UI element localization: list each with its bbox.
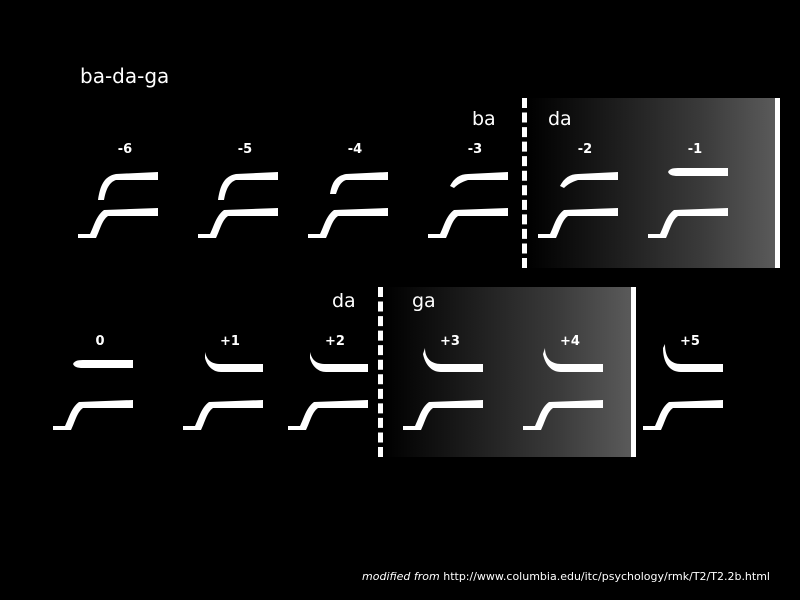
row2-token-1: +1 bbox=[175, 334, 265, 434]
formant-f1 bbox=[643, 400, 723, 430]
token-label: -6 bbox=[117, 142, 133, 157]
row1-token-0: -6 bbox=[70, 142, 160, 242]
token-label: +4 bbox=[560, 334, 580, 349]
formant-f1 bbox=[523, 400, 603, 430]
token-label: +1 bbox=[220, 334, 240, 349]
spectrogram-formants bbox=[648, 168, 728, 238]
formant-f1 bbox=[428, 208, 508, 238]
row2-token-3: +3 bbox=[395, 334, 485, 434]
row2-token-0: 0 bbox=[45, 334, 135, 434]
spectrogram-formants bbox=[308, 172, 388, 238]
token-label: -4 bbox=[347, 142, 363, 157]
token-label: -1 bbox=[687, 142, 703, 157]
spectrogram-formants bbox=[53, 360, 133, 430]
formant-f2 bbox=[98, 172, 158, 200]
source-credit: modified from http://www.columbia.edu/it… bbox=[362, 570, 770, 583]
formant-f2 bbox=[543, 348, 603, 372]
row1-label-ba: ba bbox=[472, 108, 496, 130]
formant-f2 bbox=[560, 172, 618, 188]
formant-f1 bbox=[183, 400, 263, 430]
row2-boundary-dashed-line bbox=[378, 287, 383, 457]
row1-panel-right-edge bbox=[775, 98, 780, 268]
row1-token-4: -2 bbox=[530, 142, 620, 242]
formant-f2 bbox=[450, 172, 508, 188]
formant-f2 bbox=[330, 172, 388, 194]
spectrogram-formants bbox=[523, 348, 603, 430]
formant-f2 bbox=[73, 360, 133, 368]
token-label: +2 bbox=[325, 334, 345, 349]
row1-token-3: -3 bbox=[420, 142, 510, 242]
formant-f1 bbox=[53, 400, 133, 430]
formant-f1 bbox=[308, 208, 388, 238]
row1-token-2: -4 bbox=[300, 142, 390, 242]
formant-f2 bbox=[423, 348, 483, 372]
spectrogram-formants bbox=[403, 348, 483, 430]
formant-f1 bbox=[288, 400, 368, 430]
token-label: -3 bbox=[467, 142, 483, 157]
formant-f1 bbox=[538, 208, 618, 238]
spectrogram-formants bbox=[428, 172, 508, 238]
spectrogram-formants bbox=[288, 352, 368, 430]
token-label: +3 bbox=[440, 334, 460, 349]
spectrogram-formants bbox=[78, 172, 158, 238]
row2-label-ga: ga bbox=[412, 290, 436, 312]
spectrogram-formants bbox=[198, 172, 278, 238]
token-label: +5 bbox=[680, 334, 700, 349]
formant-f1 bbox=[78, 208, 158, 238]
row2-label-da: da bbox=[332, 290, 356, 312]
formant-f2 bbox=[218, 172, 278, 200]
title: ba-da-ga bbox=[80, 64, 170, 88]
formant-f1 bbox=[648, 208, 728, 238]
token-label: -5 bbox=[237, 142, 253, 157]
token-label: -2 bbox=[577, 142, 593, 157]
row2-token-5: +5 bbox=[635, 334, 725, 434]
token-label: 0 bbox=[95, 334, 105, 349]
row2-panel-right-edge bbox=[631, 287, 636, 457]
credit-prefix: modified from bbox=[362, 570, 440, 583]
row1-label-da: da bbox=[548, 108, 572, 130]
formant-f1 bbox=[198, 208, 278, 238]
row1-boundary-dashed-line bbox=[522, 98, 527, 268]
formant-f2 bbox=[310, 352, 368, 372]
row1-token-1: -5 bbox=[190, 142, 280, 242]
row2-token-2: +2 bbox=[280, 334, 370, 434]
formant-f2 bbox=[205, 352, 263, 372]
spectrogram-formants bbox=[183, 352, 263, 430]
formant-f1 bbox=[403, 400, 483, 430]
credit-url[interactable]: http://www.columbia.edu/itc/psychology/r… bbox=[443, 570, 770, 583]
spectrogram-formants bbox=[643, 344, 723, 430]
row1-token-5: -1 bbox=[640, 142, 730, 242]
formant-f2 bbox=[668, 168, 728, 176]
spectrogram-formants bbox=[538, 172, 618, 238]
formant-f2 bbox=[663, 344, 723, 372]
row2-token-4: +4 bbox=[515, 334, 605, 434]
